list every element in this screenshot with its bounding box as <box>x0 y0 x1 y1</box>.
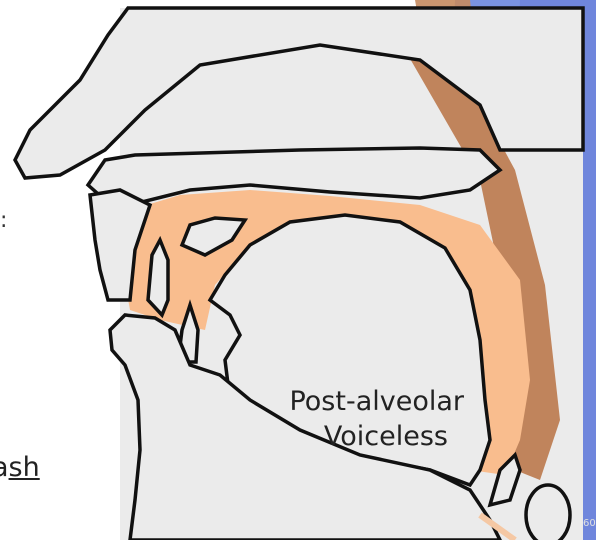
larynx-ring <box>526 485 570 540</box>
example-word-underlined: sh <box>9 452 40 483</box>
voicing-label: Voiceless <box>324 420 448 454</box>
example-word-prefix: a <box>0 452 9 483</box>
articulation-place-label: Post-alveolar <box>289 385 464 419</box>
slide-number: 60 <box>583 518 596 529</box>
edge-mark: : <box>0 208 7 233</box>
example-word-fragment: ash <box>0 452 40 484</box>
